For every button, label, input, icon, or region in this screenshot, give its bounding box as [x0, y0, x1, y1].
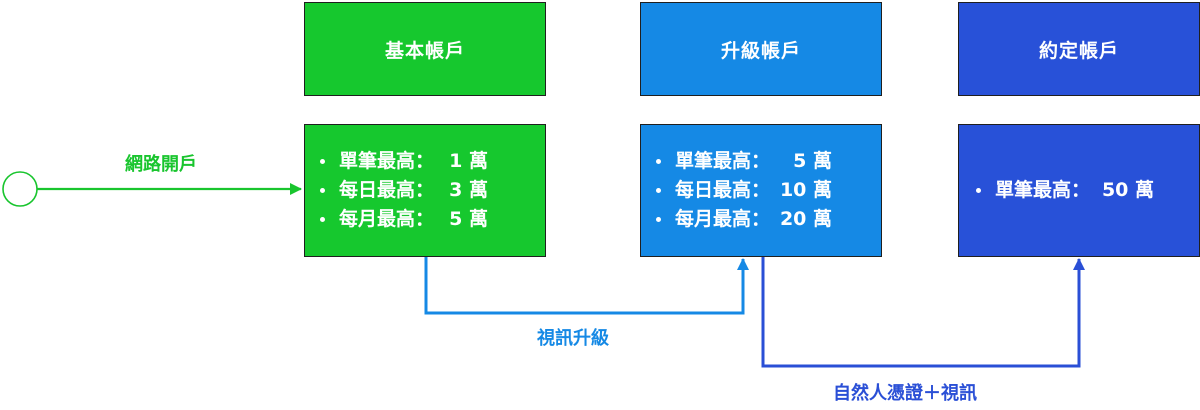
- online-open-label: 網路開戶: [125, 154, 197, 175]
- limit-item: 每日最高： 3 萬: [320, 176, 545, 205]
- limit-value: 50 萬: [1101, 179, 1155, 201]
- bullet-icon: [656, 159, 661, 164]
- bullet-icon: [976, 188, 981, 193]
- limit-value: 10 萬: [779, 179, 833, 201]
- limit-item: 單筆最高： 1 萬: [320, 147, 545, 176]
- limit-value: 3 萬: [449, 179, 489, 201]
- limit-item: 每日最高： 10 萬: [656, 176, 881, 205]
- designated-account-limits-box: 單筆最高： 50 萬: [958, 124, 1200, 257]
- limit-value: 1 萬: [449, 150, 489, 172]
- start-node: [2, 171, 38, 207]
- upgraded-account-limits-box: 單筆最高： 5 萬 每日最高： 10 萬 每月最高： 20 萬: [640, 124, 882, 257]
- bullet-icon: [320, 188, 325, 193]
- limit-label: 單筆最高：: [339, 150, 435, 172]
- limit-item: 每月最高： 20 萬: [656, 205, 881, 234]
- bullet-icon: [320, 217, 325, 222]
- upgraded-account-title: 升級帳戶: [720, 39, 801, 62]
- limit-item: 每月最高： 5 萬: [320, 205, 545, 234]
- limit-value: 5 萬: [793, 150, 833, 172]
- limit-item: 單筆最高： 5 萬: [656, 147, 881, 176]
- basic-account-limits-box: 單筆最高： 1 萬 每日最高： 3 萬 每月最高： 5 萬: [304, 124, 546, 257]
- designated-account-title-box: 約定帳戶: [958, 2, 1200, 96]
- video-upgrade-label: 視訊升級: [537, 328, 609, 349]
- video-upgrade-arrow: [424, 257, 749, 315]
- basic-account-title: 基本帳戶: [384, 39, 465, 62]
- upgraded-account-limits: 單筆最高： 5 萬 每日最高： 10 萬 每月最高： 20 萬: [656, 147, 881, 234]
- upgraded-account-title-box: 升級帳戶: [640, 2, 882, 96]
- designated-account-limits: 單筆最高： 50 萬: [976, 176, 1199, 205]
- bullet-icon: [656, 217, 661, 222]
- limit-label: 每月最高：: [339, 208, 435, 230]
- cert-video-label: 自然人憑證＋視訊: [833, 383, 977, 404]
- bullet-icon: [320, 159, 325, 164]
- limit-label: 單筆最高：: [995, 179, 1091, 201]
- limit-label: 每日最高：: [339, 179, 435, 201]
- limit-label: 單筆最高：: [675, 150, 771, 172]
- limit-value: 5 萬: [449, 208, 489, 230]
- basic-account-title-box: 基本帳戶: [304, 2, 546, 96]
- limit-item: 單筆最高： 50 萬: [976, 176, 1199, 205]
- limit-value: 20 萬: [779, 208, 833, 230]
- basic-account-limits: 單筆最高： 1 萬 每日最高： 3 萬 每月最高： 5 萬: [320, 147, 545, 234]
- limit-label: 每日最高：: [675, 179, 771, 201]
- bullet-icon: [656, 188, 661, 193]
- designated-account-title: 約定帳戶: [1038, 39, 1119, 62]
- limit-label: 每月最高：: [675, 208, 771, 230]
- cert-video-arrow: [761, 257, 1085, 368]
